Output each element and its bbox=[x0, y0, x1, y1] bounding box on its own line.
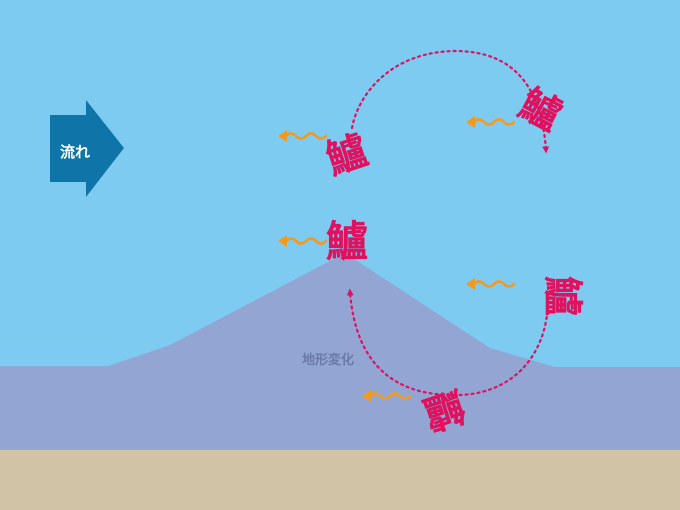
lower-circulation-path bbox=[346, 285, 550, 397]
sand-floor bbox=[0, 450, 680, 510]
fish-right-middle: 鱸 bbox=[539, 276, 585, 316]
seabed-mound bbox=[0, 253, 680, 450]
wavy-current-1 bbox=[278, 130, 328, 142]
terrain-change-label: 地形変化 bbox=[302, 352, 354, 368]
fish-center-top: 鱸 bbox=[326, 217, 368, 266]
flow-arrow-icon bbox=[50, 100, 124, 197]
wavy-current-3 bbox=[278, 235, 328, 247]
upper-circulation-path bbox=[350, 49, 550, 154]
wavy-current-2 bbox=[466, 116, 516, 128]
flow-arrow: 流れ bbox=[50, 100, 124, 197]
wavy-current-5 bbox=[362, 390, 412, 402]
flow-label: 流れ bbox=[60, 143, 90, 161]
wavy-current-4 bbox=[466, 278, 516, 290]
